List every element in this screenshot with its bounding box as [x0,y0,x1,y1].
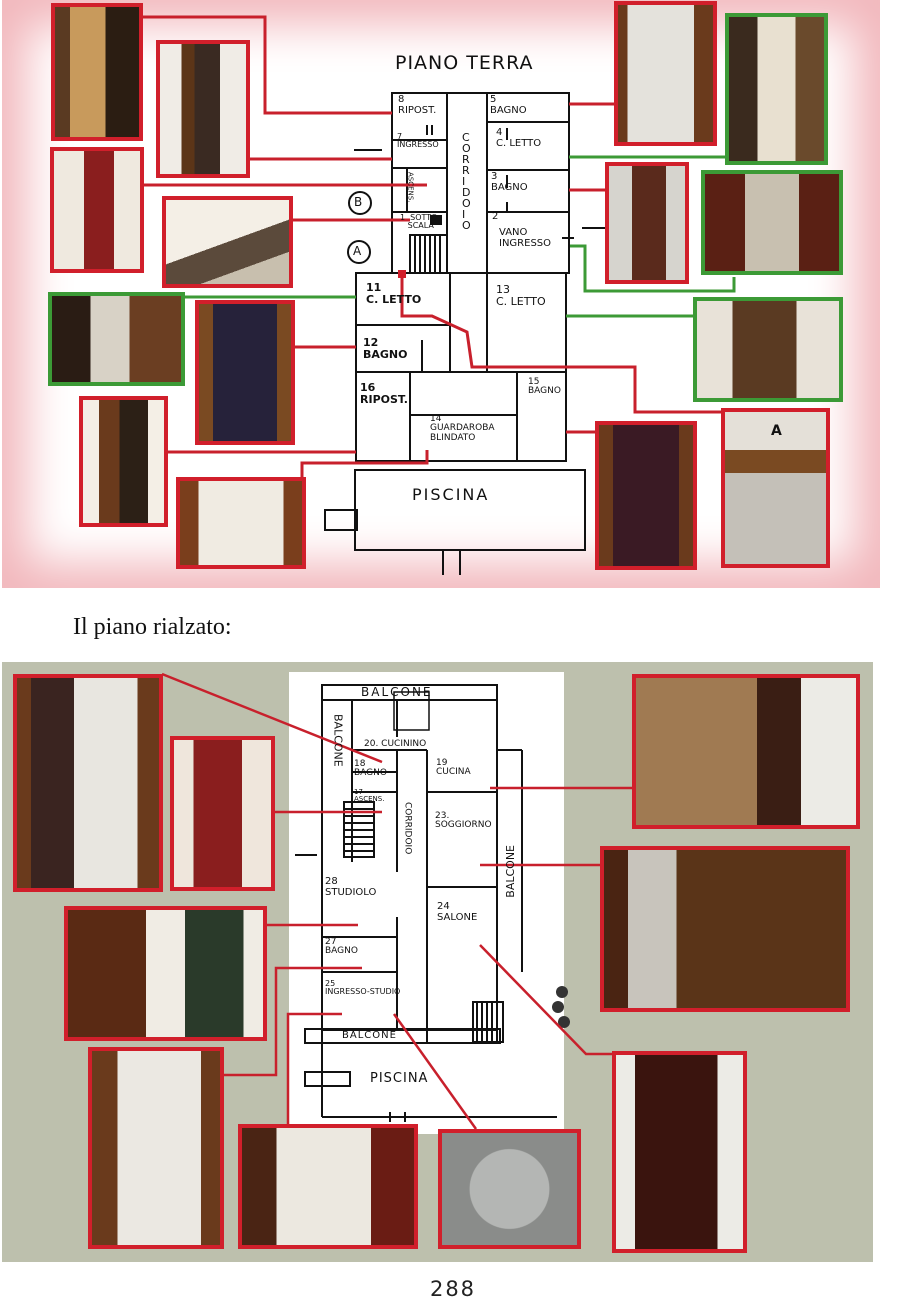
marker-a: A [353,244,362,258]
photo-vano-ingresso [701,170,843,275]
raised-floor-caption: Il piano rialzato: [73,614,232,640]
photo-bagno-27 [88,1047,224,1249]
photo-ripostiglio-16 [79,396,168,527]
room-4-label: 4 C. LETTO [496,127,542,149]
photo-ripostiglio [51,3,143,141]
room-2-label: 2 [492,211,499,222]
room-13-label: 13 C. LETTO [496,283,546,308]
room-18-label: 18 BAGNO [354,759,387,779]
photo-cucina-19 [632,674,860,829]
room-5-label: 5 BAGNO [490,94,527,116]
photo-sottoscala [162,196,293,288]
pool2-label: PISCINA [370,1071,429,1086]
balcone-right-label: BALCONE [504,845,517,898]
room-11-label: 11 C. LETTO [366,281,422,306]
photo-bagno-12 [195,300,295,445]
room-19-label: 19 CUCINA [436,758,471,778]
ground-floor-title: PIANO TERRA [395,52,534,74]
photo-bagno-15 [595,421,697,570]
room-24-label: 24 SALONE [437,901,478,923]
photo-ingresso [156,40,250,178]
photo-camera-11 [48,292,185,386]
photo-ingresso-studio [238,1124,418,1249]
pool-label: PISCINA [412,485,490,504]
marker-b: B [354,195,363,209]
photo-cassaforte [438,1129,581,1249]
room-25-label: 25 INGRESSO-STUDIO [325,979,401,997]
page-number: 288 [429,1277,477,1301]
room-12-label: 12 BAGNO [363,336,408,361]
ground-floor-panel: PIANO TERRA 8 RIPOST. 7 INGRESSO 5 BAGNO… [2,0,880,588]
room-8-label: 8 RIPOST. [398,94,437,116]
photo-camera-13 [693,297,843,402]
room-16-label: 16 RIPOST. [360,381,408,406]
photo-soggiorno-23 [600,846,850,1012]
photo-studiolo [64,906,267,1041]
photo-caminetto-a: A [721,408,830,568]
room-27-label: 27 BAGNO [325,937,358,957]
room-1-label: 1 SOTTO SCALA [400,213,438,231]
photo-bagno-18 [13,674,163,892]
photo-salone-24 [612,1051,747,1253]
photo-guardaroba [176,477,306,569]
vano-ingresso-label: VANO INGRESSO [499,227,552,249]
photo-ascensore-17 [170,736,275,891]
room-28-label: 28 STUDIOLO [325,876,377,898]
photo-camera-4 [725,13,828,165]
ground-floor-plan [142,15,736,575]
room-23-label: 23. SOGGIORNO [435,811,492,831]
raised-floor-drawing [161,672,634,1130]
raised-floor-panel: BALCONE BALCONE 20. CUCININO 18 BAGNO 17… [2,662,873,1262]
lift-label: ASCENS. [406,172,415,203]
corridor-label: C O R R I D O I O [462,131,471,232]
corridor2-label: CORRIDOIO [402,802,413,855]
room-3-label: 3 BAGNO [491,171,528,193]
balcone-top-label: BALCONE [361,685,433,699]
photo-tag-a: A [771,423,782,439]
room-15-label: 15 BAGNO [528,377,561,397]
room-17-label: 17 ASCENS. [354,788,385,804]
balcone-left-label: BALCONE [331,714,345,767]
room-14-label: 14 GUARDAROBA BLINDATO [430,414,495,443]
balcone-bottom-label: BALCONE [342,1030,397,1041]
photo-bagno-5 [614,1,717,146]
room-7-label: 7 INGRESSO [397,132,439,150]
photo-bagno-3 [605,162,689,284]
photo-ascensore [50,147,144,273]
room-20-label: 20. CUCININO [364,739,427,749]
